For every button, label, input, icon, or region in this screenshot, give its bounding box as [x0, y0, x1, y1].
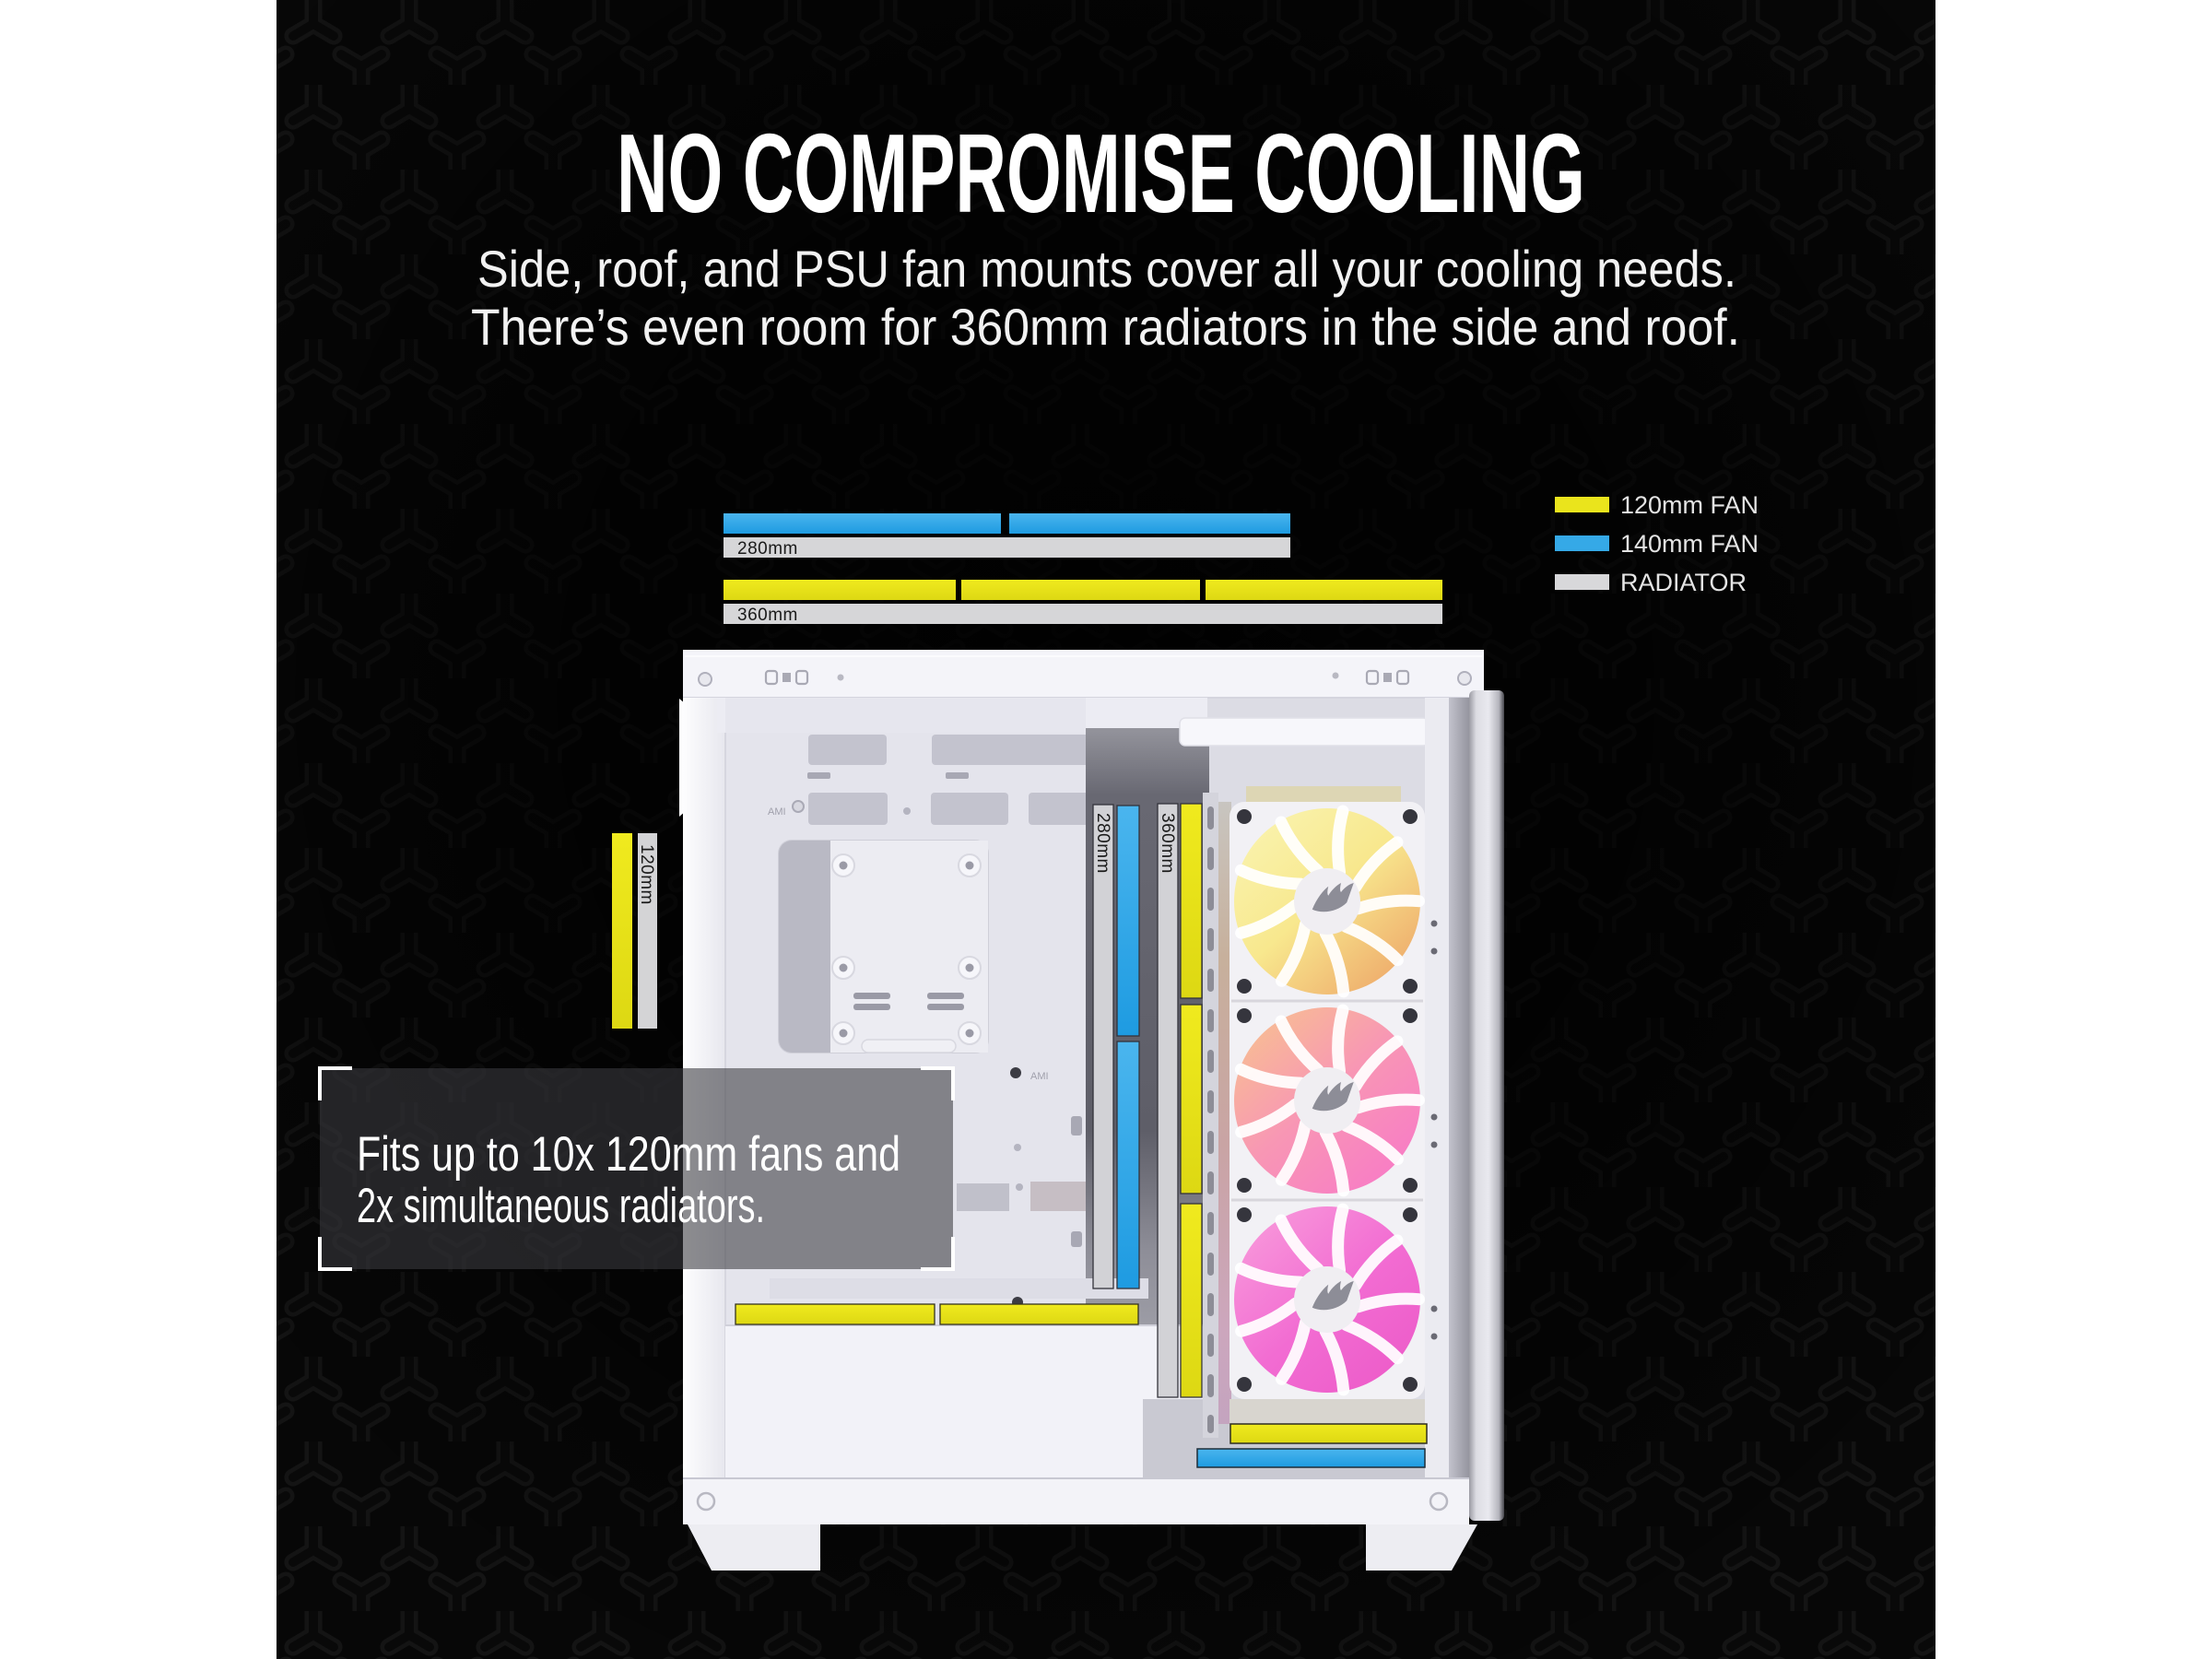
svg-text:AMI: AMI	[768, 806, 786, 818]
svg-text:NO COMPROMISE COOLING: NO COMPROMISE COOLING	[617, 111, 1585, 236]
svg-text:360mm: 360mm	[737, 606, 798, 625]
svg-text:RADIATOR: RADIATOR	[1620, 569, 1747, 596]
svg-text:There’s even room for 360mm ra: There’s even room for 360mm radiators in…	[471, 298, 1740, 356]
svg-text:360mm: 360mm	[1158, 813, 1177, 874]
svg-text:280mm: 280mm	[737, 539, 798, 559]
svg-text:120mm: 120mm	[637, 844, 656, 905]
svg-text:2x simultaneous radiators.: 2x simultaneous radiators.	[357, 1179, 765, 1233]
svg-text:120mm FAN: 120mm FAN	[1620, 491, 1759, 519]
svg-text:280mm: 280mm	[1093, 813, 1112, 874]
svg-text:140mm FAN: 140mm FAN	[1620, 530, 1759, 558]
svg-text:Side, roof, and PSU fan mounts: Side, roof, and PSU fan mounts cover all…	[477, 240, 1736, 298]
svg-text:AMI: AMI	[1030, 1071, 1049, 1082]
svg-text:Fits up to 10x 120mm fans and: Fits up to 10x 120mm fans and	[357, 1127, 900, 1182]
